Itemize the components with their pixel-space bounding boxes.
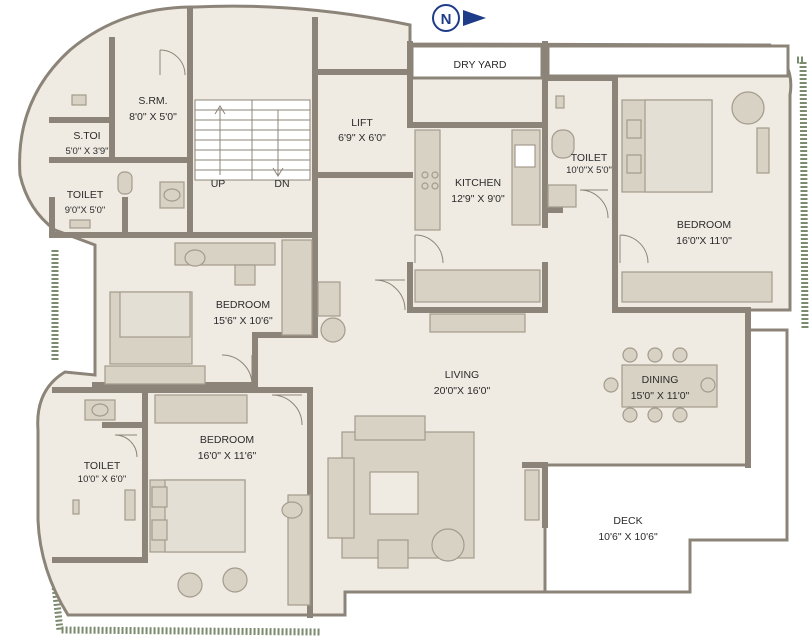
north-arrow-icon — [463, 10, 486, 26]
furniture — [69, 91, 773, 606]
living-size: 20'0"X 16'0" — [434, 385, 491, 397]
north-compass: N — [432, 4, 486, 32]
kitchen-label: KITCHEN — [455, 177, 501, 189]
dining-label: DINING — [642, 374, 679, 386]
deck-label: DECK — [613, 515, 642, 527]
sw-toilet-size: 10'0" X 6'0" — [78, 474, 126, 485]
stairs-down-label: DN — [274, 178, 289, 190]
store-room-label: S.RM. — [138, 95, 167, 107]
west-toilet-label: TOILET — [67, 189, 104, 201]
kitchen-size: 12'9" X 9'0" — [451, 193, 505, 205]
ne-bedroom-size: 16'0"X 11'0" — [676, 235, 732, 247]
planting-strips — [48, 56, 809, 636]
door-swings — [114, 49, 649, 458]
room-labels: DRY YARD LIFT 6'9" X 6'0" S.RM. 8'0" X 5… — [65, 59, 732, 543]
stairs-up-label: UP — [211, 178, 226, 190]
interior-walls — [49, 7, 751, 618]
lift-size: 6'9" X 6'0" — [338, 132, 386, 144]
north-toilet-size: 10'0"X 5'0" — [566, 165, 612, 176]
lift-label: LIFT — [351, 117, 373, 129]
west-bedroom-label: BEDROOM — [216, 299, 270, 311]
balcony-north — [546, 44, 790, 78]
sw-toilet-label: TOILET — [84, 460, 121, 472]
west-toilet-size: 9'0"X 5'0" — [65, 205, 105, 216]
ne-bedroom-label: BEDROOM — [677, 219, 731, 231]
servant-toilet-label: S.TOI — [73, 130, 100, 142]
living-label: LIVING — [445, 369, 479, 381]
compass-letter: N — [441, 11, 452, 28]
deck-size: 10'6" X 10'6" — [598, 531, 658, 543]
dry-yard-label: DRY YARD — [454, 59, 507, 71]
west-bedroom-size: 15'6" X 10'6" — [213, 315, 273, 327]
staircase — [194, 99, 311, 181]
compass-circle — [432, 4, 460, 32]
servant-toilet-size: 5'0" X 3'9" — [65, 146, 108, 157]
sw-bedroom-size: 16'0" X 11'6" — [198, 450, 257, 462]
dining-size: 15'0" X 11'0" — [631, 390, 690, 402]
store-room-size: 8'0" X 5'0" — [129, 111, 177, 123]
sw-bedroom-label: BEDROOM — [200, 434, 254, 446]
north-toilet-label: TOILET — [571, 152, 608, 164]
